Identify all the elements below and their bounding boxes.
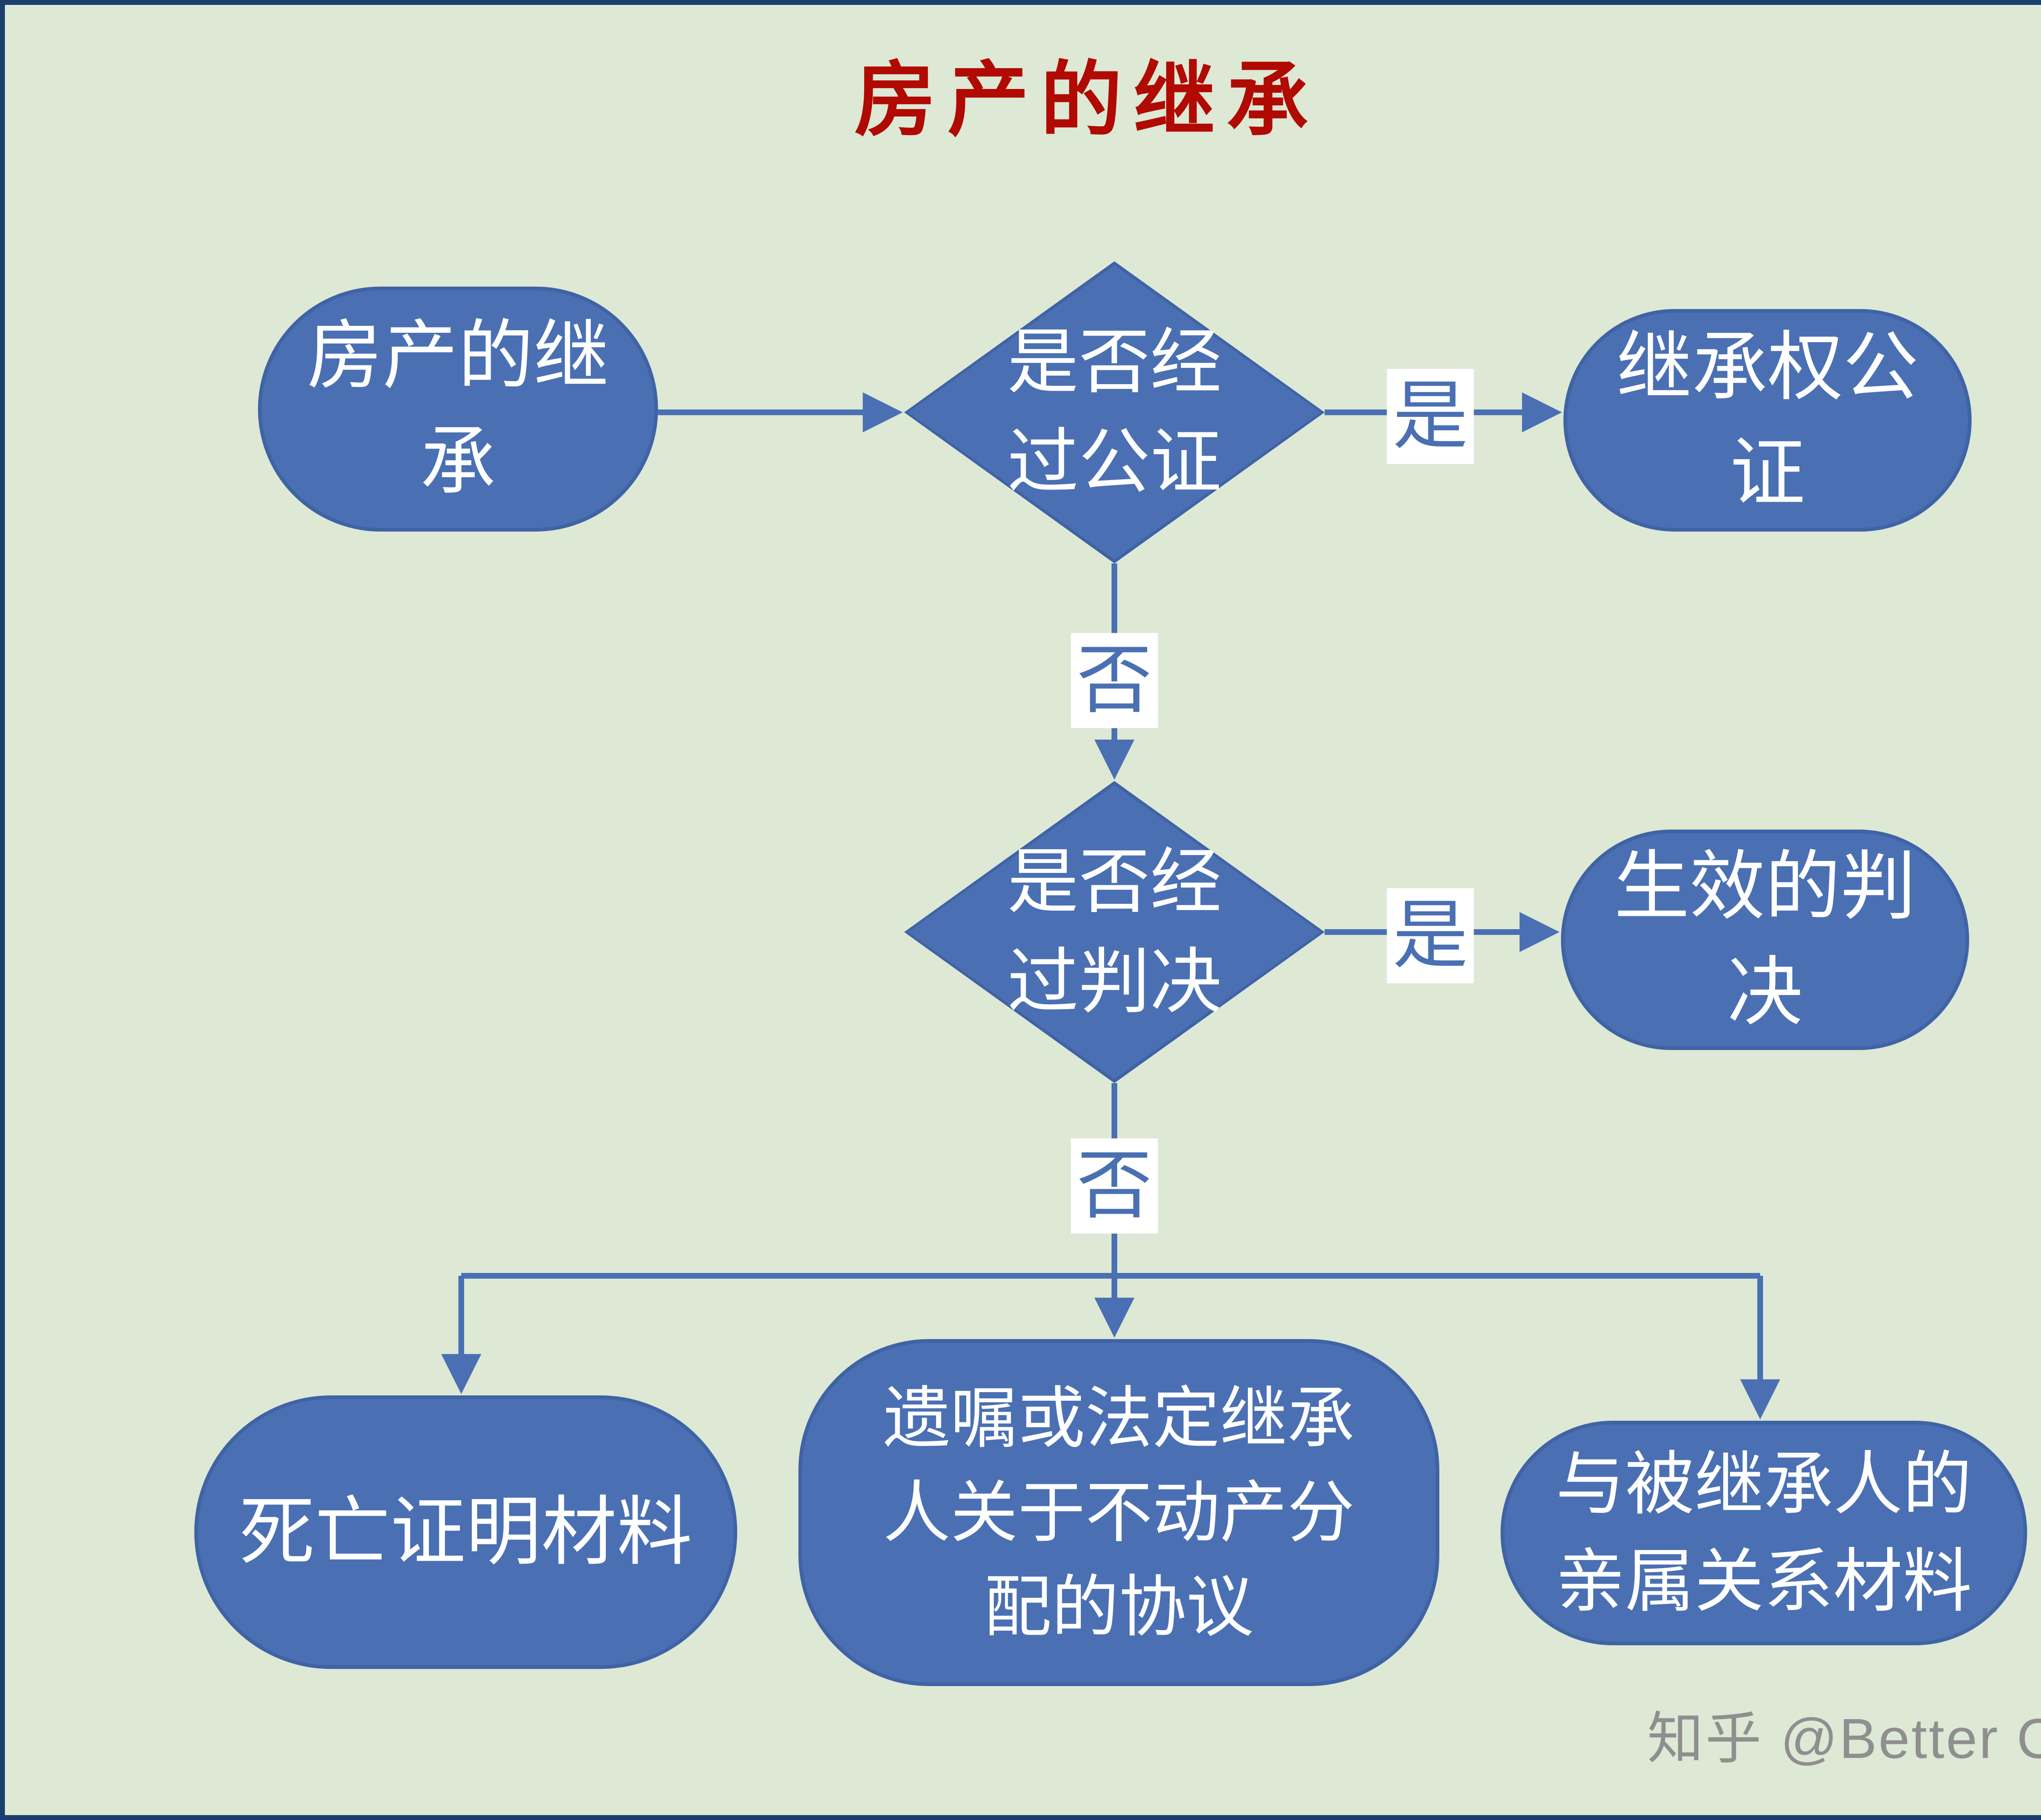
node-start-label: 房产的继承 bbox=[307, 314, 609, 504]
node-effective-judgment: 生效的判决 bbox=[1561, 830, 1969, 1050]
node-start: 房产的继承 bbox=[258, 287, 658, 532]
node-decision-judged-label: 是否经过判决 bbox=[1007, 842, 1222, 1022]
node-will-agreement: 遗嘱或法定继承人关于不动产分配的协议 bbox=[798, 1339, 1439, 1686]
edge-label-notarized-yes: 是 bbox=[1387, 369, 1474, 464]
node-effective-judgment-label: 生效的判决 bbox=[1614, 845, 1916, 1035]
node-decision-notarized: 是否经过公证 bbox=[904, 261, 1325, 563]
node-notary-certificate-label: 继承权公证 bbox=[1616, 325, 1919, 515]
node-kinship-materials: 与被继承人的亲属关系材料 bbox=[1501, 1421, 2027, 1645]
node-will-agreement-label: 遗嘱或法定继承人关于不动产分配的协议 bbox=[883, 1380, 1355, 1644]
node-decision-judged: 是否经过判决 bbox=[904, 781, 1325, 1083]
edge-label-judged-yes: 是 bbox=[1387, 888, 1474, 983]
edge-label-notarized-no: 否 bbox=[1071, 633, 1158, 728]
node-death-certificate: 死亡证明材料 bbox=[194, 1395, 737, 1669]
node-kinship-materials-label: 与被继承人的亲属关系材料 bbox=[1555, 1446, 1972, 1620]
node-death-certificate-label: 死亡证明材料 bbox=[239, 1490, 692, 1574]
edge-label-judged-no: 否 bbox=[1071, 1138, 1158, 1234]
page-title: 房产的继承 bbox=[854, 52, 1320, 148]
node-notary-certificate: 继承权公证 bbox=[1563, 309, 1972, 532]
watermark: 知乎 @Better Call bbox=[1647, 1707, 2041, 1770]
node-decision-notarized-label: 是否经过公证 bbox=[1007, 323, 1222, 502]
